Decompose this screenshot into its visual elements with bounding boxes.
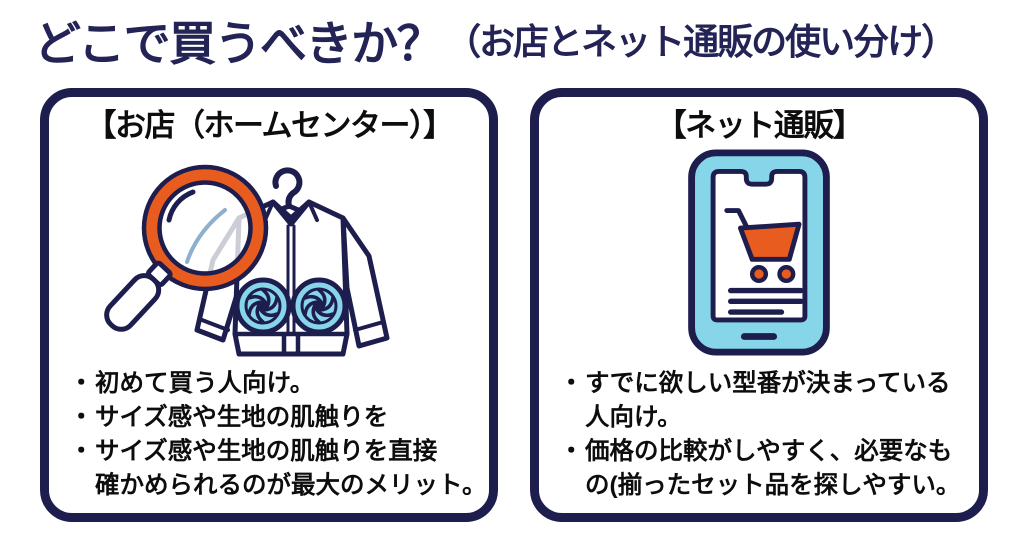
bullet-marker: ・	[69, 438, 94, 465]
smartphone-icon	[688, 149, 830, 356]
bullet-marker: ・	[69, 404, 94, 431]
bullet-text: サイズ感や生地の肌触りを	[95, 404, 389, 431]
bullet-text: 確かめられるのが最大のメリット。	[95, 472, 487, 499]
list-item: ・ すでに欲しい型番が決まっている 人向け。	[559, 367, 975, 435]
bullet-marker: ・	[69, 370, 94, 397]
page-title: どこで買うべきか？ （お店とネット通販の使い分け）	[34, 4, 957, 74]
cart-wheel	[749, 264, 769, 283]
store-bullet-list: ・ 初めて買う人向け。 ・ サイズ感や生地の肌触りを ・ サイズ感や生地の肌触り…	[69, 367, 487, 503]
bullet-text: 価格の比較がしやすく、必要なも	[585, 438, 953, 465]
bullet-text: 初めて買う人向け。	[95, 370, 315, 397]
fan-icon	[290, 277, 348, 335]
list-item: ・ サイズ感や生地の肌触りを	[69, 401, 485, 435]
page-title-sub: （お店とネット通販の使い分け）	[445, 21, 957, 62]
store-panel-header: 【お店（ホームセンター）】	[85, 108, 454, 143]
screen-text-lines	[727, 287, 804, 315]
magnifier-handle	[104, 260, 173, 332]
bullet-text: の(揃ったセット品を探しやすい。	[585, 472, 961, 499]
fan-icon	[234, 277, 292, 335]
bullet-text: サイズ感や生地の肌触りを直接	[95, 438, 438, 465]
online-shop-illustration	[539, 148, 979, 358]
page-title-main: どこで買うべきか？	[34, 16, 444, 70]
bullet-text: すでに欲しい型番が決まっている	[585, 370, 951, 397]
bullet-text: 人向け。	[585, 404, 682, 431]
jacket-hem	[232, 331, 350, 356]
magnifying-glass-icon	[104, 164, 269, 332]
bullet-marker: ・	[559, 370, 584, 397]
smartphone-illustration	[688, 149, 830, 356]
list-item: ・ 初めて買う人向け。	[69, 367, 485, 401]
online-shop-bullet-list: ・ すでに欲しい型番が決まっている 人向け。 ・ 価格の比較がしやすく、必要なも…	[559, 367, 975, 503]
online-shop-panel-header: 【ネット通販】	[655, 108, 864, 143]
list-item: ・ サイズ感や生地の肌触りを直接 確かめられるのが最大のメリット。	[69, 435, 487, 503]
cart-wheel	[777, 264, 796, 283]
bullet-marker: ・	[559, 438, 584, 465]
shopping-cart-icon	[724, 207, 802, 283]
store-panel: 【お店（ホームセンター）】	[40, 88, 498, 522]
online-shop-panel: 【ネット通販】 ・	[530, 88, 988, 522]
list-item: ・ 価格の比較がしやすく、必要なも の(揃ったセット品を探しやすい。	[559, 435, 975, 503]
store-illustration	[49, 148, 489, 360]
fan-jacket-illustration	[104, 164, 390, 357]
